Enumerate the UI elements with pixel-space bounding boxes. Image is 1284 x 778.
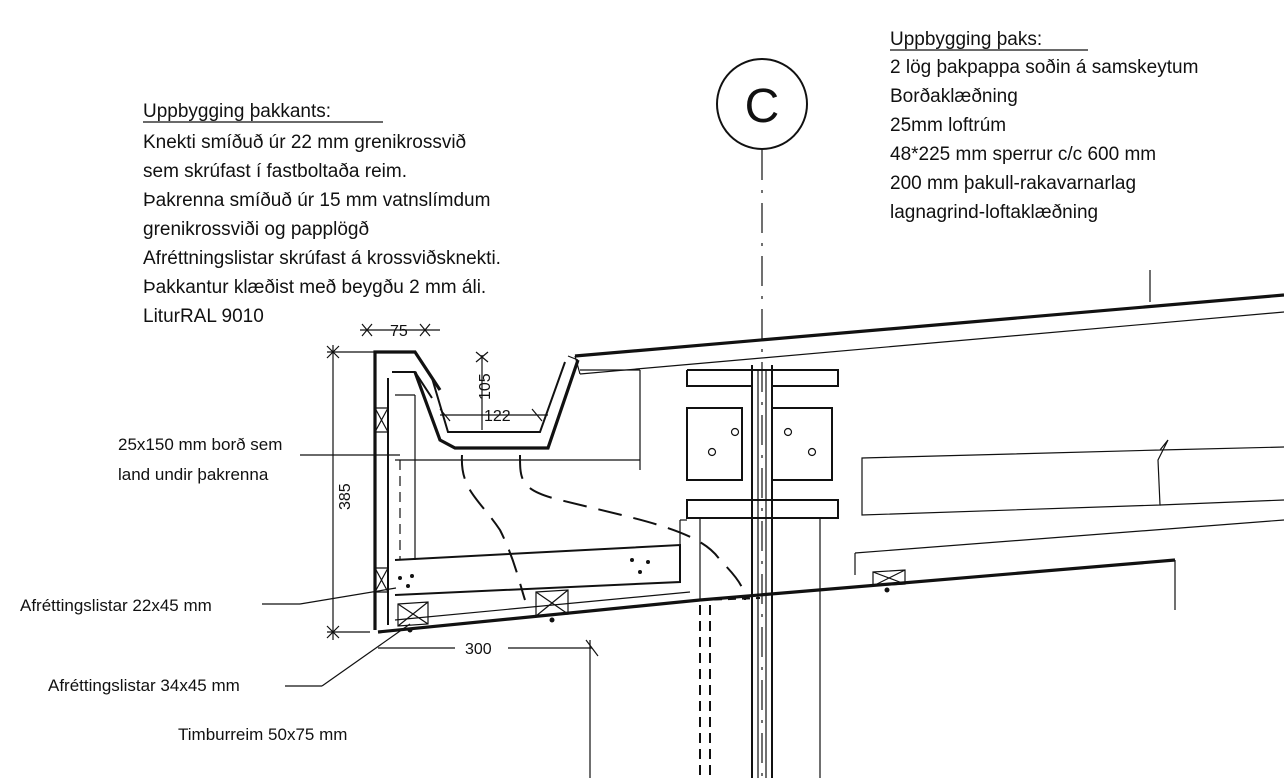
- roof-note-line: 25mm loftrúm: [890, 115, 1006, 136]
- roof-note: Uppbygging þaks: 2 lög þakpappa soðin á …: [890, 29, 1198, 223]
- dimension-gutter-depth: 105: [475, 351, 494, 430]
- roof-note-line: 2 lög þakpappa soðin á samskeytum: [890, 57, 1198, 78]
- dimension-edge-width-label: 75: [390, 323, 408, 340]
- roof-edge-note-line: Knekti smíðuð úr 22 mm grenikrossvið: [143, 132, 466, 153]
- roof-note-line: 48*225 mm sperrur c/c 600 mm: [890, 144, 1156, 165]
- callout-board-line2: land undir þakrenna: [118, 465, 269, 484]
- callout-batten-large-label: Afréttingslistar 34x45 mm: [48, 676, 240, 695]
- callout-board: 25x150 mm borð sem land undir þakrenna: [118, 435, 400, 484]
- dimension-gutter-width: 122: [439, 408, 548, 425]
- steel-connection: [686, 365, 839, 778]
- roof-edge-note-line: grenikrossviði og papplögð: [143, 219, 369, 240]
- callout-batten-small: Afréttingslistar 22x45 mm: [20, 587, 397, 615]
- dimension-gutter-depth-label: 105: [477, 373, 494, 400]
- dimension-overhang: 300: [378, 639, 599, 658]
- roof-note-line: Borðaklæðning: [890, 86, 1018, 107]
- callout-batten-large: Afréttingslistar 34x45 mm: [48, 623, 411, 695]
- grid-marker-label: C: [745, 80, 780, 133]
- roof-edge-note-line: sem skrúfast í fastboltaða reim.: [143, 161, 407, 182]
- dimension-gutter-width-label: 122: [484, 408, 511, 425]
- callout-timber-beam-label: Timburreim 50x75 mm: [178, 725, 347, 744]
- dimension-fascia-height-label: 385: [337, 483, 354, 510]
- roof-edge-note-line: Þakrenna smíðuð úr 15 mm vatnslímdum: [143, 190, 490, 211]
- roof-edge-note-line: LiturRAL 9010: [143, 306, 264, 327]
- roof-edge-note-heading: Uppbygging þakkants:: [143, 101, 331, 122]
- callout-batten-small-label: Afréttingslistar 22x45 mm: [20, 596, 212, 615]
- roof-note-heading: Uppbygging þaks:: [890, 29, 1042, 50]
- roof-note-line: lagnagrind-loftaklæðning: [890, 202, 1098, 223]
- roof-structure: [574, 270, 1284, 610]
- dimension-overhang-label: 300: [465, 641, 492, 658]
- callout-board-line1: 25x150 mm borð sem: [118, 435, 282, 454]
- dimension-edge-width: 75: [360, 323, 440, 340]
- callout-timber-beam: Timburreim 50x75 mm: [178, 725, 347, 744]
- roof-note-line: 200 mm þakull-rakavarnarlag: [890, 173, 1136, 194]
- roof-edge-note-line: Þakkantur klæðist með beygðu 2 mm áli.: [143, 277, 486, 298]
- grid-marker: C: [716, 58, 808, 150]
- dimension-fascia-height: 385: [326, 345, 375, 640]
- gutter-assembly: [373, 350, 761, 778]
- roof-edge-note-line: Afréttningslistar skrúfast á krossviðskn…: [143, 248, 501, 269]
- roof-edge-note: Uppbygging þakkants: Knekti smíðuð úr 22…: [143, 101, 501, 327]
